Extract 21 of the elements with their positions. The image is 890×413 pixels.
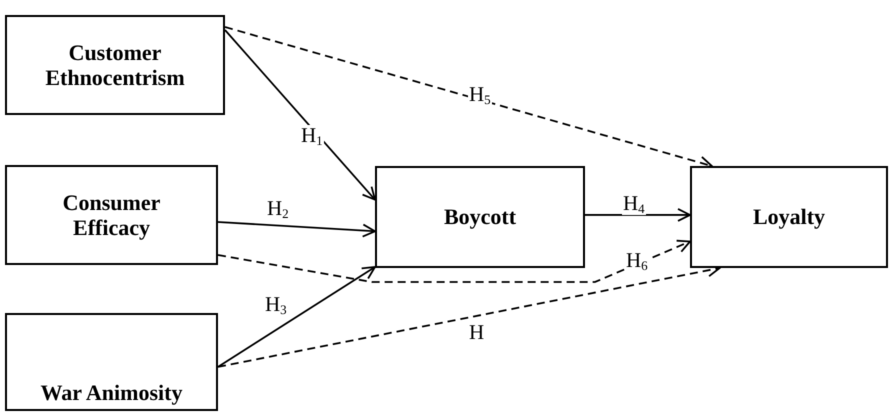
construct-name: Consumer Efficacy (62, 190, 162, 240)
construct-box (5, 15, 225, 115)
construct-box (5, 313, 218, 411)
edge-label: H$_{4}$ (622, 193, 646, 215)
edge-label: H$_{1}$ (300, 125, 324, 147)
construct-name: Loyalty (752, 204, 826, 230)
construct-box (5, 165, 218, 265)
edge-label: H$_{5}$ (468, 84, 492, 106)
edge-label: H$_{2}$ (266, 198, 290, 220)
arrow (218, 240, 691, 283)
edge-label: H$_{6}$ (625, 250, 649, 272)
construct-box (690, 166, 888, 268)
construct-box (375, 166, 585, 268)
arrow (218, 221, 376, 238)
arrow (218, 266, 376, 368)
construct-name: Customer Ethnocentrism (44, 40, 186, 90)
construct-name: War Animosity (40, 380, 182, 405)
arrow (585, 208, 691, 222)
arrow (224, 29, 376, 201)
construct-name: Boycott (444, 204, 516, 230)
edge-label: H$_{3}$ (264, 294, 288, 316)
